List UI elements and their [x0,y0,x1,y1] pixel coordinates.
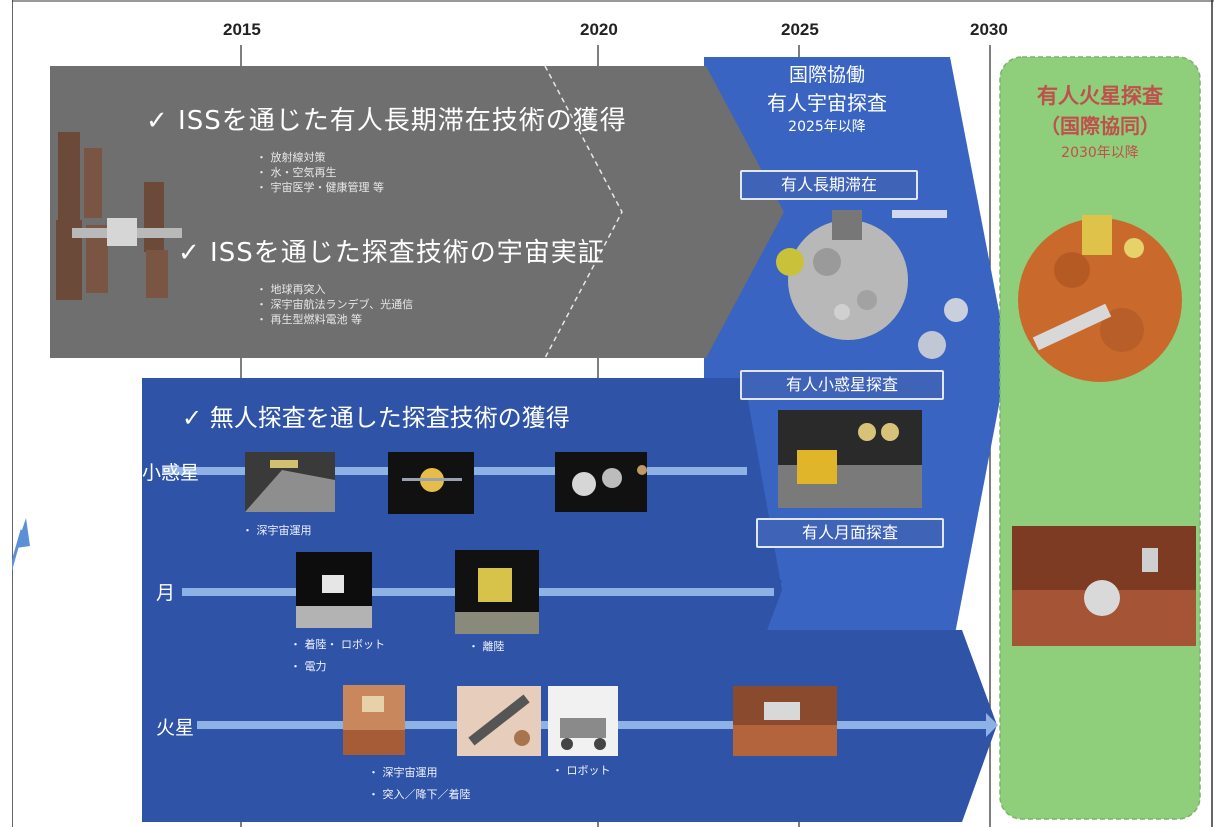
mars-bullets-b: ・ ロボット [552,760,611,782]
box-asteroid: 有人小惑星探査 [740,370,944,400]
moon-bullet: ・ 着陸・ ロボット [290,638,385,651]
asteroid-bullets: ・ 深宇宙運用 [242,520,312,542]
mars-mission-title-1: 有人火星探査 [1037,84,1163,108]
intl-subtitle: 2025年以降 [788,119,866,135]
year-label-2020: 2020 [580,20,618,39]
moon-bullet: ・ 離陸 [468,640,505,653]
moon-bullet: ・ 電力 [290,660,327,673]
left-arrow-head [16,518,30,548]
iss-heading-1: ✓ ISSを通じた有人長期滞在技術の獲得 [146,106,627,136]
intl-title-1: 国際協働 [788,64,865,86]
roadmap-diagram: 2015 2020 2025 2030 ✓ ISSを通じた有人長期滞在技術の獲得… [12,0,1214,827]
mars-thumb-2 [457,686,541,756]
iss-dashed-chevron [544,65,623,359]
iss-bullet: ・ 放射線対策 [256,151,326,164]
moon-image [776,210,968,359]
mars-thumb-4 [733,686,837,756]
iss-bullet: ・ 再生型燃料電池 等 [256,313,362,326]
mars-planet-image [1018,215,1182,382]
unmanned-heading: ✓ 無人探査を通した探査技術の獲得 [182,404,570,432]
mars-bullet: ・ ロボット [552,764,611,777]
mars-mission-box [999,56,1201,820]
mars-mission-title-2: （国際協同） [1040,114,1160,138]
intl-title-2: 有人宇宙探査 [767,91,887,115]
asteroid-bullet: ・ 深宇宙運用 [242,524,312,537]
moon-bullets-b: ・ 離陸 [468,636,505,658]
moon-thumb-1 [296,552,372,628]
asteroid-thumb-3 [555,452,647,512]
iss-heading-2: ✓ ISSを通じた探査技術の宇宙実証 [178,238,605,268]
mars-mission-subtitle: 2030年以降 [1061,145,1139,161]
mars-thumb-1 [343,685,405,755]
row-label-moon: 月 [156,582,176,604]
row-label-mars: 火星 [156,717,195,739]
row-label-asteroid: 小惑星 [142,462,200,484]
year-label-2015: 2015 [223,20,261,39]
mars-surface-image [1012,526,1196,646]
mars-thumb-3 [548,686,618,756]
moon-thumb-2 [455,550,539,634]
asteroid-thumb-1 [245,452,335,512]
box-lunar: 有人月面探査 [756,518,944,548]
iss-bullets-2: ・ 地球再突入 ・ 深宇宙航法ランデブ、光通信 ・ 再生型燃料電池 等 [256,282,413,327]
iss-bullets-1: ・ 放射線対策 ・ 水・空気再生 ・ 宇宙医学・健康管理 等 [256,150,384,195]
year-label-2030: 2030 [970,20,1008,39]
iss-bullet: ・ 宇宙医学・健康管理 等 [256,181,384,194]
iss-arrow [50,66,784,358]
iss-station-image [56,132,182,300]
iss-bullet: ・ 水・空気再生 [256,166,337,179]
box-long-stay: 有人長期滞在 [740,170,918,200]
asteroid-thumb-2 [388,452,474,514]
roadmap-shapes [12,0,1214,827]
iss-bullet: ・ 深宇宙航法ランデブ、光通信 [256,298,414,311]
iss-bullet: ・ 地球再突入 [256,283,326,296]
mars-bullets-a: ・ 深宇宙運用 ・ 突入／降下／着陸 [368,762,471,806]
moon-bullets-a: ・ 着陸・ ロボット ・ 電力 [290,634,385,678]
lunar-surface-image [778,410,922,508]
timeline-bar-mars-tip [986,713,998,737]
mars-bullet: ・ 突入／降下／着陸 [368,788,471,801]
year-label-2025: 2025 [781,20,819,39]
mars-bullet: ・ 深宇宙運用 [368,766,438,779]
